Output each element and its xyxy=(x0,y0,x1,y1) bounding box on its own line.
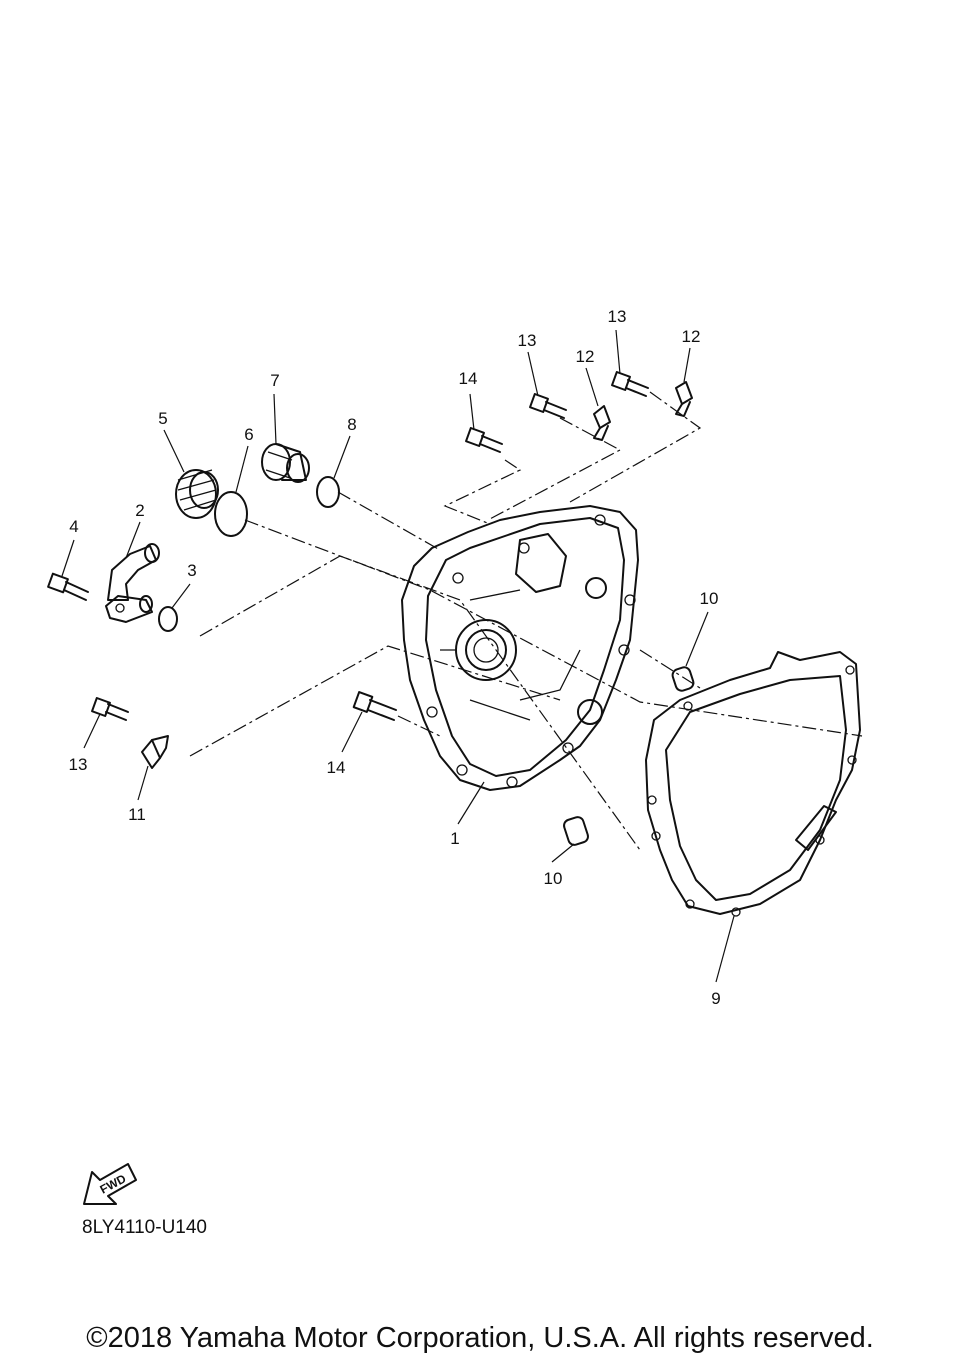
gasket-part-9 xyxy=(645,651,861,917)
leader-lines xyxy=(61,329,735,983)
fwd-arrow-icon: FWD xyxy=(83,1163,137,1205)
callout-labels: 4 2 3 5 6 7 8 14 13 12 13 12 10 13 11 14… xyxy=(69,307,721,1008)
bolt-part-13-left xyxy=(91,697,129,721)
clamp-part-12-right xyxy=(675,381,693,417)
bolt-part-13-mid xyxy=(529,393,567,419)
callout-14-left: 14 xyxy=(327,758,346,777)
callout-12-right: 12 xyxy=(682,327,701,346)
o-ring-part-8 xyxy=(316,476,340,508)
o-ring-part-3 xyxy=(158,606,178,632)
bolt-part-14-top xyxy=(465,427,503,453)
bolt-part-4 xyxy=(47,572,89,601)
callout-14-top: 14 xyxy=(459,369,478,388)
callout-13-mid: 13 xyxy=(518,331,537,350)
crankcase-cover-part-1 xyxy=(401,505,639,791)
callout-11: 11 xyxy=(128,805,146,824)
dowel-pin-part-10-upper xyxy=(671,666,695,692)
bolt-part-14-left xyxy=(352,691,397,721)
diagram-code: 8LY4110-U140 xyxy=(82,1217,208,1238)
clamp-part-12-left xyxy=(593,405,611,441)
cap-part-7 xyxy=(261,443,310,483)
callout-6: 6 xyxy=(244,425,253,444)
callout-7: 7 xyxy=(270,371,279,390)
callout-2: 2 xyxy=(135,501,144,520)
plug-part-5 xyxy=(175,469,219,519)
o-ring-part-6 xyxy=(214,491,248,537)
dowel-pin-part-10-lower xyxy=(563,816,589,846)
callout-3: 3 xyxy=(187,561,196,580)
callout-4: 4 xyxy=(69,517,78,536)
callout-13-left: 13 xyxy=(69,755,88,774)
assembly-lines xyxy=(189,391,863,851)
bolt-part-13-right xyxy=(611,371,649,397)
callout-8: 8 xyxy=(347,415,356,434)
copyright-notice: ©2018 Yamaha Motor Corporation, U.S.A. A… xyxy=(86,1322,874,1354)
clamp-part-11 xyxy=(141,735,169,769)
callout-9: 9 xyxy=(711,989,720,1008)
callout-1: 1 xyxy=(450,829,459,848)
callout-13-right: 13 xyxy=(608,307,627,326)
pipe-part-2 xyxy=(105,543,160,623)
callout-10-lower: 10 xyxy=(544,869,563,888)
callout-5: 5 xyxy=(158,409,167,428)
callout-12-left: 12 xyxy=(576,347,595,366)
callout-10-upper: 10 xyxy=(700,589,719,608)
